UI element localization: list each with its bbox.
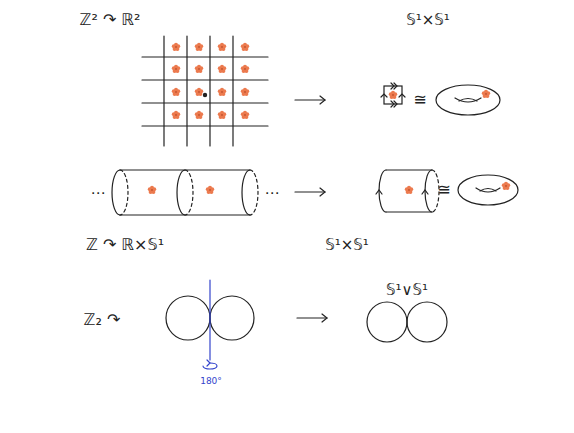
orbit-mark bbox=[195, 88, 203, 96]
ellipsis: ⋯ bbox=[91, 185, 106, 202]
orbit-mark bbox=[241, 88, 249, 96]
wedge-circles bbox=[166, 296, 447, 342]
orbit-mark bbox=[241, 65, 249, 73]
orbit-mark bbox=[241, 111, 249, 119]
orbit-marks bbox=[148, 43, 510, 194]
orbit-mark bbox=[172, 88, 180, 96]
orbit-mark bbox=[195, 111, 203, 119]
orbit-mark bbox=[195, 65, 203, 73]
orbit-mark bbox=[389, 91, 397, 99]
orbit-mark bbox=[218, 111, 226, 119]
lattice-grid bbox=[142, 36, 268, 146]
orbit-mark bbox=[405, 186, 413, 194]
group-action: ℤ² ↷ ℝ² bbox=[80, 11, 141, 29]
cylinder bbox=[112, 170, 258, 215]
group-action: ℤ₂ ↷ bbox=[84, 311, 121, 329]
orbit-mark bbox=[172, 65, 180, 73]
space-label: 𝕊¹×𝕊¹ bbox=[325, 237, 369, 254]
orbit-mark bbox=[195, 43, 203, 51]
identified-square bbox=[381, 83, 405, 107]
group-action: ℤ ↷ ℝ×𝕊¹ bbox=[86, 236, 164, 254]
orbit-mark bbox=[172, 111, 180, 119]
orbit-mark bbox=[218, 43, 226, 51]
homeomorphic-sign: ≅ bbox=[413, 91, 426, 109]
homeomorphic-sign: ≅ bbox=[437, 181, 450, 199]
orbit-mark bbox=[172, 43, 180, 51]
orbit-mark bbox=[502, 182, 510, 190]
identified-cylinder bbox=[376, 170, 439, 212]
orbit-mark bbox=[148, 186, 156, 194]
space-label: 𝕊¹×𝕊¹ bbox=[406, 12, 450, 29]
orbit-mark bbox=[241, 43, 249, 51]
torus bbox=[436, 85, 518, 205]
space-label: 𝕊¹∨𝕊¹ bbox=[386, 282, 428, 299]
orbit-mark bbox=[218, 88, 226, 96]
ellipsis: ⋯ bbox=[265, 185, 280, 202]
orbit-mark bbox=[218, 65, 226, 73]
rotation-axis bbox=[203, 280, 217, 369]
angle-label: 180° bbox=[200, 377, 222, 387]
orbit-mark bbox=[206, 186, 214, 194]
orbit-mark bbox=[482, 90, 490, 98]
map-arrow bbox=[295, 96, 327, 322]
